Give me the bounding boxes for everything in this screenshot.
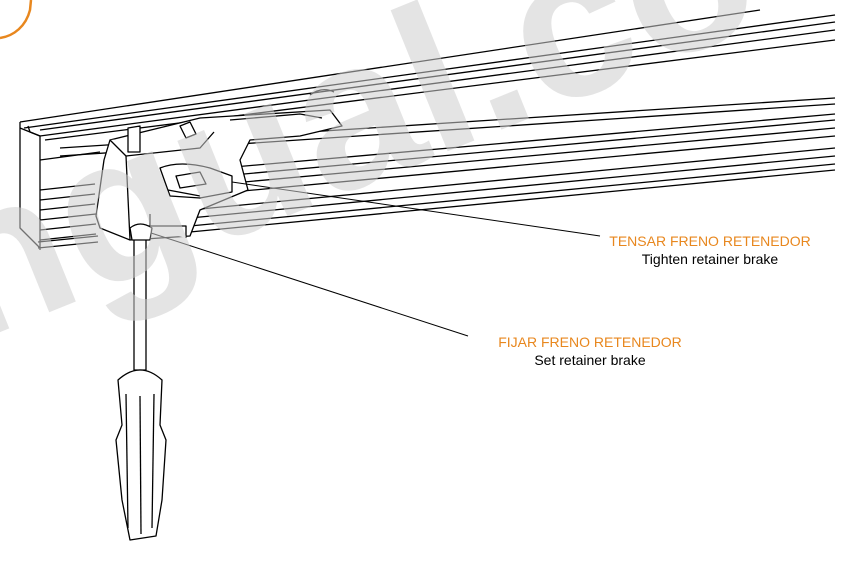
label-set-retainer-brake: FIJAR FRENO RETENEDOR Set retainer brake bbox=[440, 333, 740, 369]
label-tighten-en: Tighten retainer brake bbox=[641, 251, 779, 267]
label-tighten-es: TENSAR FRENO RETENEDOR bbox=[609, 233, 811, 249]
label-set-en: Set retainer brake bbox=[534, 352, 646, 368]
leader-line-set bbox=[147, 231, 469, 337]
leader-line-tighten bbox=[231, 181, 601, 237]
rail bbox=[19, 9, 836, 250]
label-set-es: FIJAR FRENO RETENEDOR bbox=[498, 334, 682, 350]
retainer-block bbox=[95, 109, 343, 241]
screwdriver bbox=[115, 223, 167, 541]
assembly-diagram bbox=[0, 0, 836, 541]
label-tighten-retainer-brake: TENSAR FRENO RETENEDOR Tighten retainer … bbox=[560, 232, 860, 268]
corner-badge bbox=[0, 0, 33, 40]
